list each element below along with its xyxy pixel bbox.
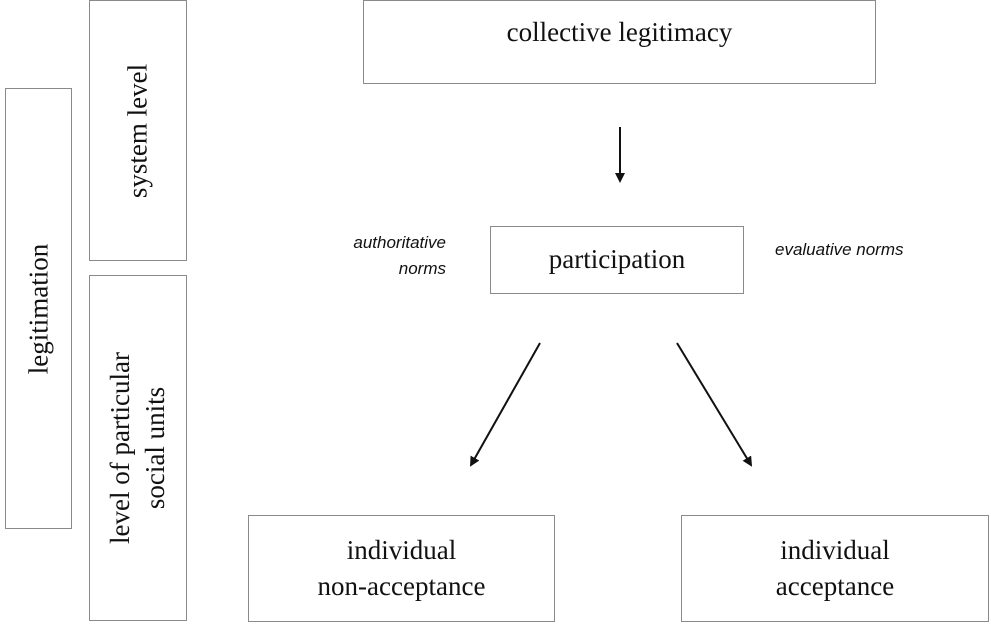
collective-legitimacy-label: collective legitimacy xyxy=(506,17,733,47)
authoritative-norms-line2: norms xyxy=(398,259,446,279)
collective-legitimacy-box: collective legitimacy xyxy=(363,0,876,84)
participation-box: participation xyxy=(490,226,744,294)
evaluative-norms-label: evaluative norms xyxy=(775,240,904,259)
participation-label: participation xyxy=(548,244,686,275)
authoritative-norms-line1: authoritative xyxy=(353,233,446,252)
system-level-label: system level xyxy=(122,63,153,198)
non-acceptance-line2: non-acceptance xyxy=(317,570,486,601)
arrow-participation-to-acceptance xyxy=(676,342,753,467)
particular-level-box: level of particular social units xyxy=(89,275,187,621)
authoritative-norms-annotation: authoritative norms xyxy=(300,230,446,283)
legitimation-label: legitimation xyxy=(22,243,53,374)
acceptance-line2: acceptance xyxy=(775,570,895,601)
particular-level-label: level of particular social units xyxy=(103,352,173,544)
evaluative-norms-annotation: evaluative norms xyxy=(775,237,975,263)
particular-level-line1: level of particular xyxy=(104,352,135,544)
system-level-box: system level xyxy=(89,0,187,261)
non-acceptance-box: individual non-acceptance xyxy=(248,515,555,622)
particular-level-line2: social units xyxy=(140,386,170,510)
acceptance-line1: individual xyxy=(780,535,890,566)
arrow-participation-to-non-acceptance xyxy=(470,342,541,467)
acceptance-box: individual acceptance xyxy=(681,515,989,622)
non-acceptance-line1: individual xyxy=(346,535,457,566)
legitimation-box: legitimation xyxy=(5,88,72,529)
